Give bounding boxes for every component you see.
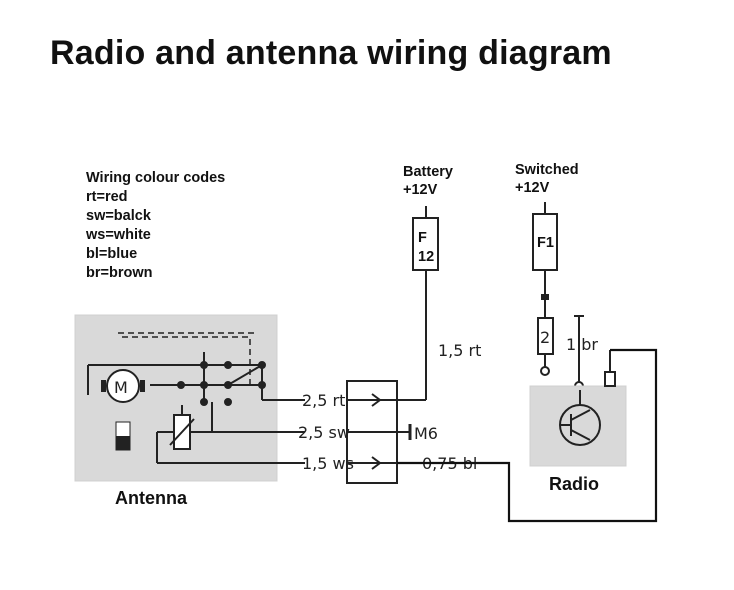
legend-code-bl: bl=blue <box>86 246 138 262</box>
motor-brush-left <box>101 380 106 392</box>
page-title: Radio and antenna wiring diagram <box>50 34 612 72</box>
legend-code-rt: rt=red <box>86 189 128 205</box>
transistor-emitter <box>570 429 591 441</box>
connector-pin-ws <box>371 456 382 470</box>
legend-heading: Wiring colour codes <box>86 170 226 186</box>
switched-label: Switched <box>515 162 579 178</box>
radio-unit <box>529 385 627 467</box>
fuse-f1-label: F1 <box>537 235 554 251</box>
motor-letter: M <box>114 378 128 397</box>
connector-pin-rt <box>371 393 382 407</box>
fuse-f12-number: 12 <box>418 249 435 265</box>
solenoid-diagonal <box>169 418 195 446</box>
wire-label-2-5rt: 2,5 rt <box>302 391 345 410</box>
battery-voltage: +12V <box>403 182 438 198</box>
radio-antenna-terminal <box>604 371 616 387</box>
legend-code-br: br=brown <box>86 265 153 281</box>
antenna-housing <box>74 314 278 482</box>
limit-switch-fill <box>116 436 130 450</box>
wire-label-1br: 1 br <box>566 335 598 354</box>
relay-contacts <box>150 352 305 406</box>
legend-code-sw: sw=balck <box>86 208 151 224</box>
transistor-collector <box>570 409 591 421</box>
motor-symbol <box>106 369 140 403</box>
battery-label: Battery <box>403 164 453 180</box>
ground-label: M6 <box>414 424 438 443</box>
inline-plug <box>541 294 549 300</box>
radio-label: Radio <box>549 474 600 494</box>
antenna-label: Antenna <box>115 488 187 508</box>
wiring-colour-legend: Wiring colour codes rt=red sw=balck ws=w… <box>86 169 225 283</box>
legend-code-ws: ws=white <box>86 227 151 243</box>
wire-label-2-5sw: 2,5 sw <box>298 423 350 442</box>
fuse-f12 <box>412 217 439 271</box>
switched-voltage: +12V <box>515 180 550 196</box>
motor-brush-right <box>140 380 145 392</box>
connector-2-label: 2 <box>540 328 550 347</box>
fuse-f12-letter: F <box>418 230 427 246</box>
wire-label-1-5rt: 1,5 rt <box>438 341 481 360</box>
wire-label-1-5ws: 1,5 ws <box>302 454 354 473</box>
antenna-dashed-outline <box>118 332 254 385</box>
radio-feed-terminal <box>540 366 550 376</box>
wire-0-75bl <box>397 348 658 523</box>
fuse-f1 <box>532 213 558 271</box>
